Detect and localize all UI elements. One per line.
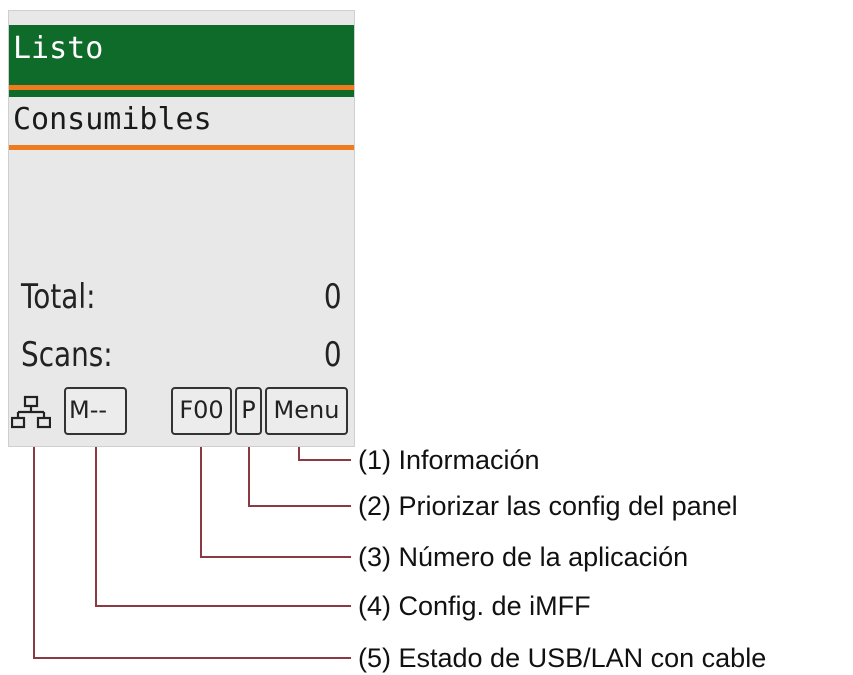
- leader-1-vertical: [298, 447, 300, 461]
- usb-lan-network-icon: [11, 395, 51, 429]
- lcd-panel: Listo Consumibles Total: 0 Scans: 0 M-- …: [8, 10, 355, 447]
- menu-button[interactable]: Menu: [265, 387, 348, 435]
- leader-2-vertical: [248, 447, 250, 507]
- callout-imff-config: (4) Config. de iMFF: [358, 591, 591, 621]
- imff-mode-indicator: M--: [64, 387, 127, 435]
- menu-divider: [9, 145, 354, 150]
- menu-item-consumables[interactable]: Consumibles: [13, 102, 212, 137]
- status-divider: [9, 85, 354, 90]
- leader-5-horizontal: [33, 657, 351, 659]
- callout-information: (1) Información: [358, 445, 540, 475]
- leader-4-vertical: [95, 447, 97, 607]
- callout-application-number: (3) Número de la aplicación: [358, 542, 689, 572]
- total-value: 0: [324, 277, 342, 317]
- leader-3-horizontal: [200, 556, 351, 558]
- leader-5-vertical: [33, 447, 35, 659]
- scans-value: 0: [324, 335, 342, 375]
- leader-4-horizontal: [95, 605, 351, 607]
- callout-usb-lan-status: (5) Estado de USB/LAN con cable: [358, 643, 767, 673]
- leader-1-horizontal: [298, 459, 351, 461]
- status-text: Listo: [13, 31, 104, 66]
- app-number-indicator: F00: [171, 387, 232, 435]
- callout-prioritize-panel-settings: (2) Priorizar las config del panel: [358, 491, 738, 521]
- leader-3-vertical: [200, 447, 202, 558]
- leader-2-horizontal: [248, 505, 351, 507]
- priority-indicator: P: [235, 387, 262, 435]
- total-label: Total:: [21, 277, 96, 317]
- scans-label: Scans:: [21, 335, 113, 375]
